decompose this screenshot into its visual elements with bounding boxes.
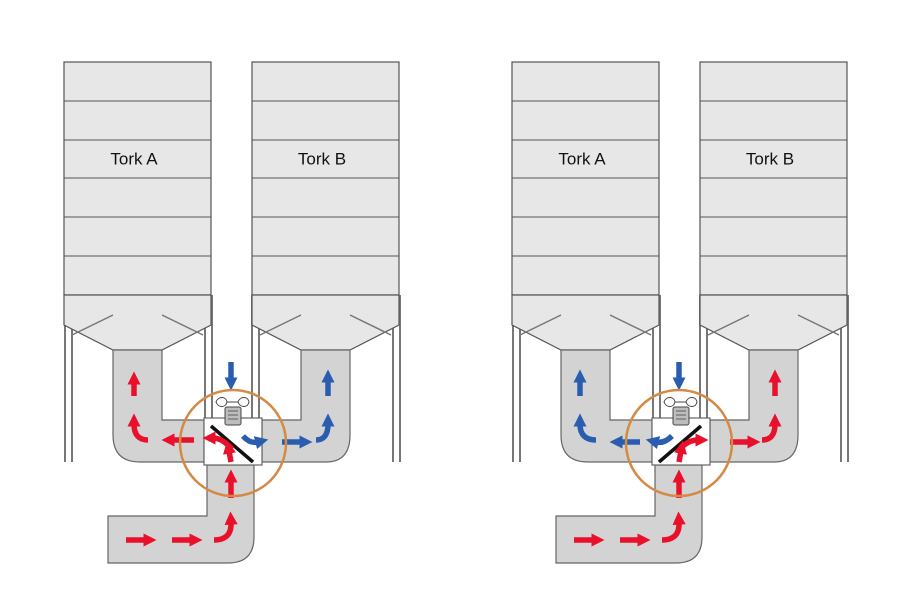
- silo-label: Tork B: [298, 149, 346, 168]
- panel-right: Tork A Tork B: [511, 61, 849, 564]
- fan-icon: [215, 397, 250, 407]
- arrow-up: [222, 440, 236, 463]
- silo-a: Tork A: [511, 61, 660, 351]
- arrow-curve-up: [573, 413, 597, 443]
- warm-air-arrows: [574, 369, 782, 547]
- arrow-curve-up: [213, 511, 238, 543]
- cool-air-arrows: [573, 362, 686, 450]
- highlight-ring: [624, 388, 734, 498]
- silo-b: Tork B: [251, 61, 400, 351]
- arrow-curve-up: [761, 413, 782, 443]
- arrow-curve-right: [240, 434, 269, 450]
- arrow-curve-up: [661, 511, 686, 543]
- fan-icon: [663, 397, 698, 407]
- arrow-curve-left: [645, 433, 674, 450]
- motor-icon: [224, 406, 242, 426]
- arrow-curve-left: [202, 431, 235, 451]
- arrow-curve-up: [127, 413, 149, 443]
- arrow-curve-right: [677, 433, 709, 451]
- silo-b: Tork B: [699, 61, 848, 351]
- panel-left: Tork A Tork B: [63, 61, 401, 564]
- silo-a: Tork A: [63, 61, 212, 351]
- motor-icon: [672, 406, 690, 426]
- silo-label: Tork B: [746, 149, 794, 168]
- silo-label: Tork A: [558, 149, 606, 168]
- highlight-ring: [178, 388, 288, 498]
- silo-label: Tork A: [110, 149, 158, 168]
- arrow-curve-up: [315, 413, 335, 443]
- warm-air-arrows: [126, 371, 238, 547]
- arrow-up: [674, 440, 688, 463]
